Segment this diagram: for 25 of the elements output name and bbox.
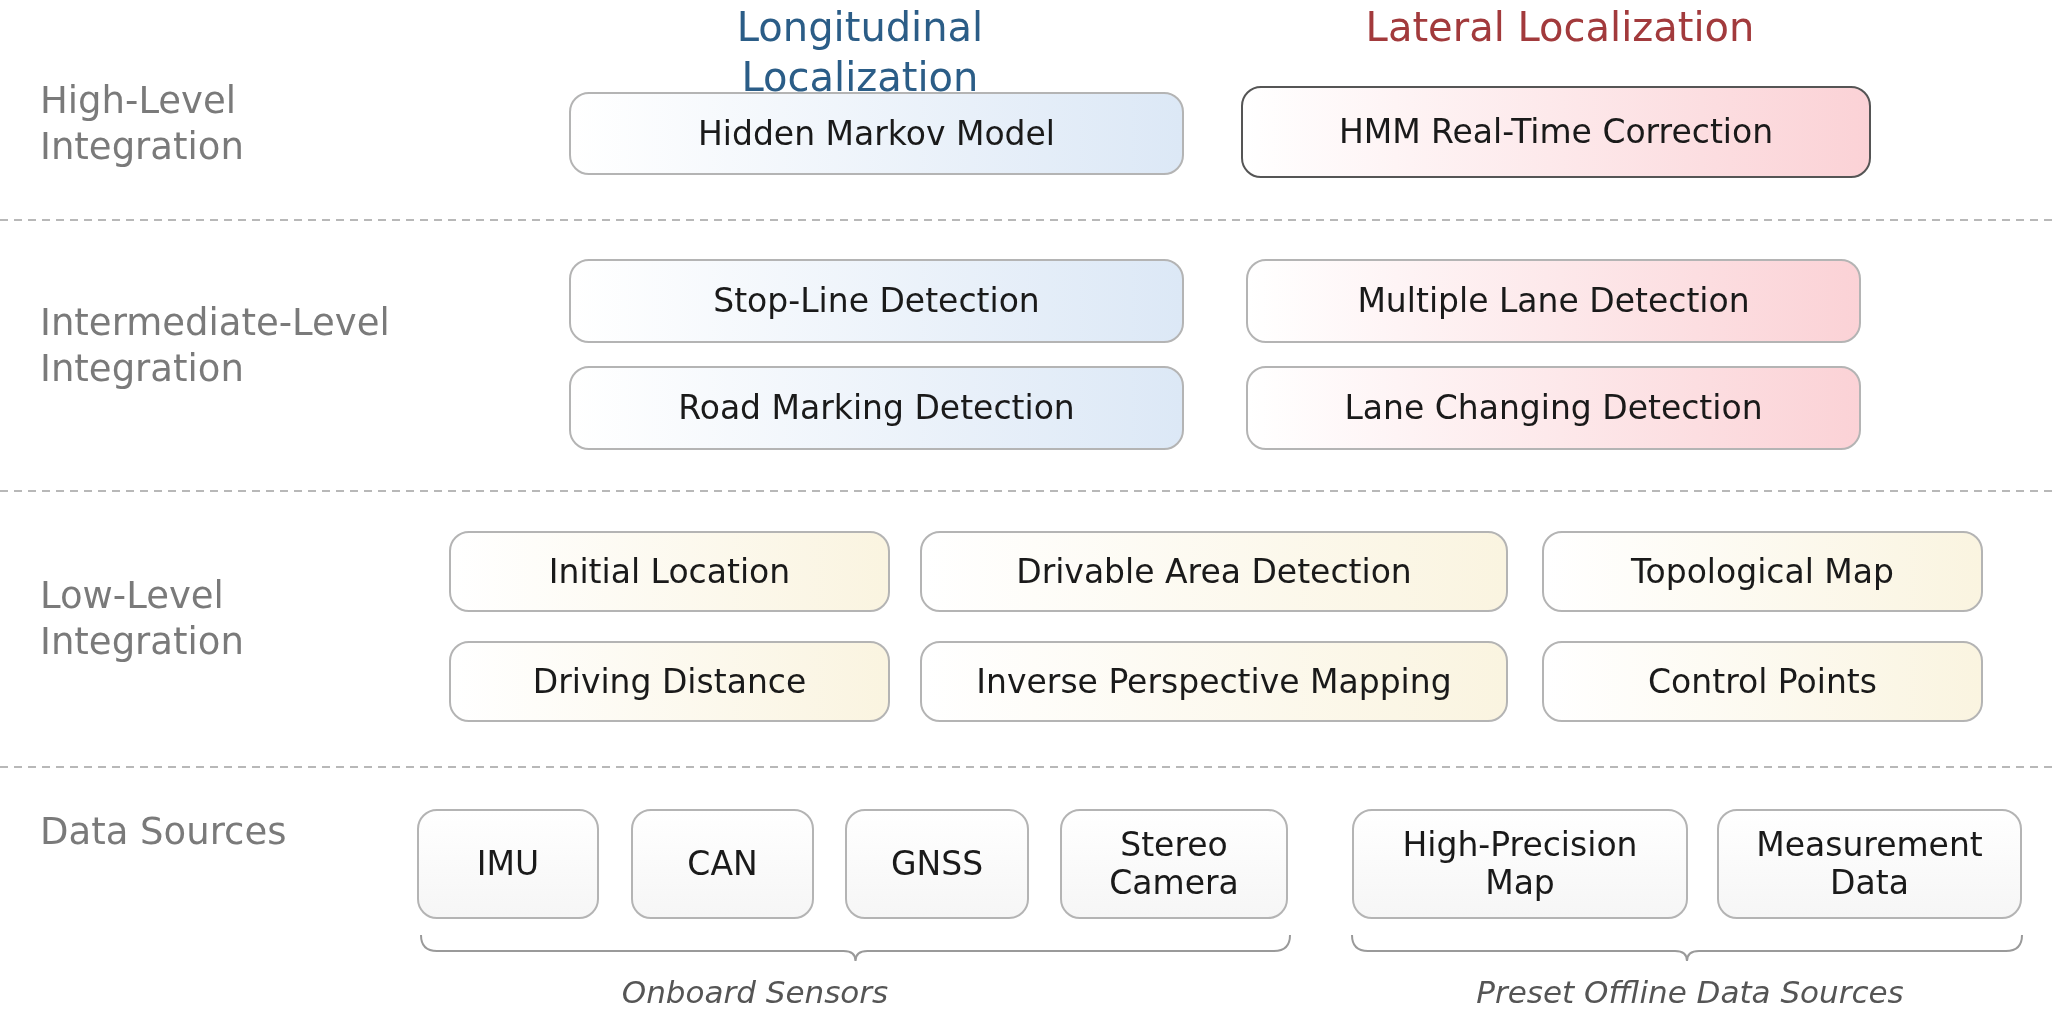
process-box: Lane Changing Detection [1246,366,1861,450]
source-box: CAN [631,809,814,919]
source-box: Measurement Data [1717,809,2022,919]
process-box: Driving Distance [449,641,890,722]
source-box: GNSS [845,809,1029,919]
process-box: HMM Real-Time Correction [1241,86,1871,178]
process-box: Hidden Markov Model [569,92,1184,175]
row-label: Low-Level Integration [40,573,245,666]
process-box: Multiple Lane Detection [1246,259,1861,343]
process-box: Stop-Line Detection [569,259,1184,343]
process-box: Control Points [1542,641,1983,722]
group-caption: Onboard Sensors [620,973,890,1012]
process-box: Topological Map [1542,531,1983,612]
row-label: Intermediate-Level Integration [40,300,391,393]
group-caption: Preset Offline Data Sources [1475,973,1905,1012]
process-box: Inverse Perspective Mapping [920,641,1508,722]
process-box: Road Marking Detection [569,366,1184,450]
source-box: High-Precision Map [1352,809,1688,919]
column-heading: Lateral Localization [1364,3,1756,52]
process-box: Drivable Area Detection [920,531,1508,612]
process-box: Initial Location [449,531,890,612]
row-label: Data Sources [40,809,288,855]
row-label: High-Level Integration [40,78,245,171]
source-box: IMU [417,809,599,919]
source-box: Stereo Camera [1060,809,1288,919]
